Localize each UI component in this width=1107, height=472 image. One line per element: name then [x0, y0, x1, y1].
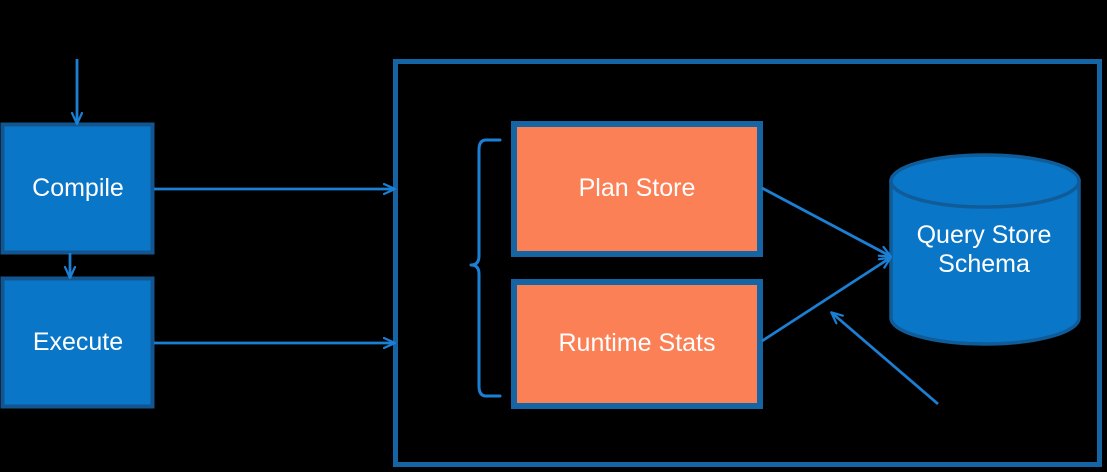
runtime-stats-box[interactable] — [511, 279, 763, 409]
plan-store-to-schema-arrow — [761, 186, 890, 256]
plan-store-box[interactable] — [511, 121, 763, 257]
compile-box[interactable] — [0, 122, 155, 255]
runtime-stats-to-schema-arrow — [761, 258, 890, 343]
query-store-boundary — [393, 59, 1102, 467]
external-to-schema-arrow — [832, 313, 939, 406]
store-group-bracket — [469, 138, 502, 398]
execute-box[interactable] — [0, 276, 155, 409]
query-store-schema-cylinder[interactable] — [889, 153, 1081, 346]
